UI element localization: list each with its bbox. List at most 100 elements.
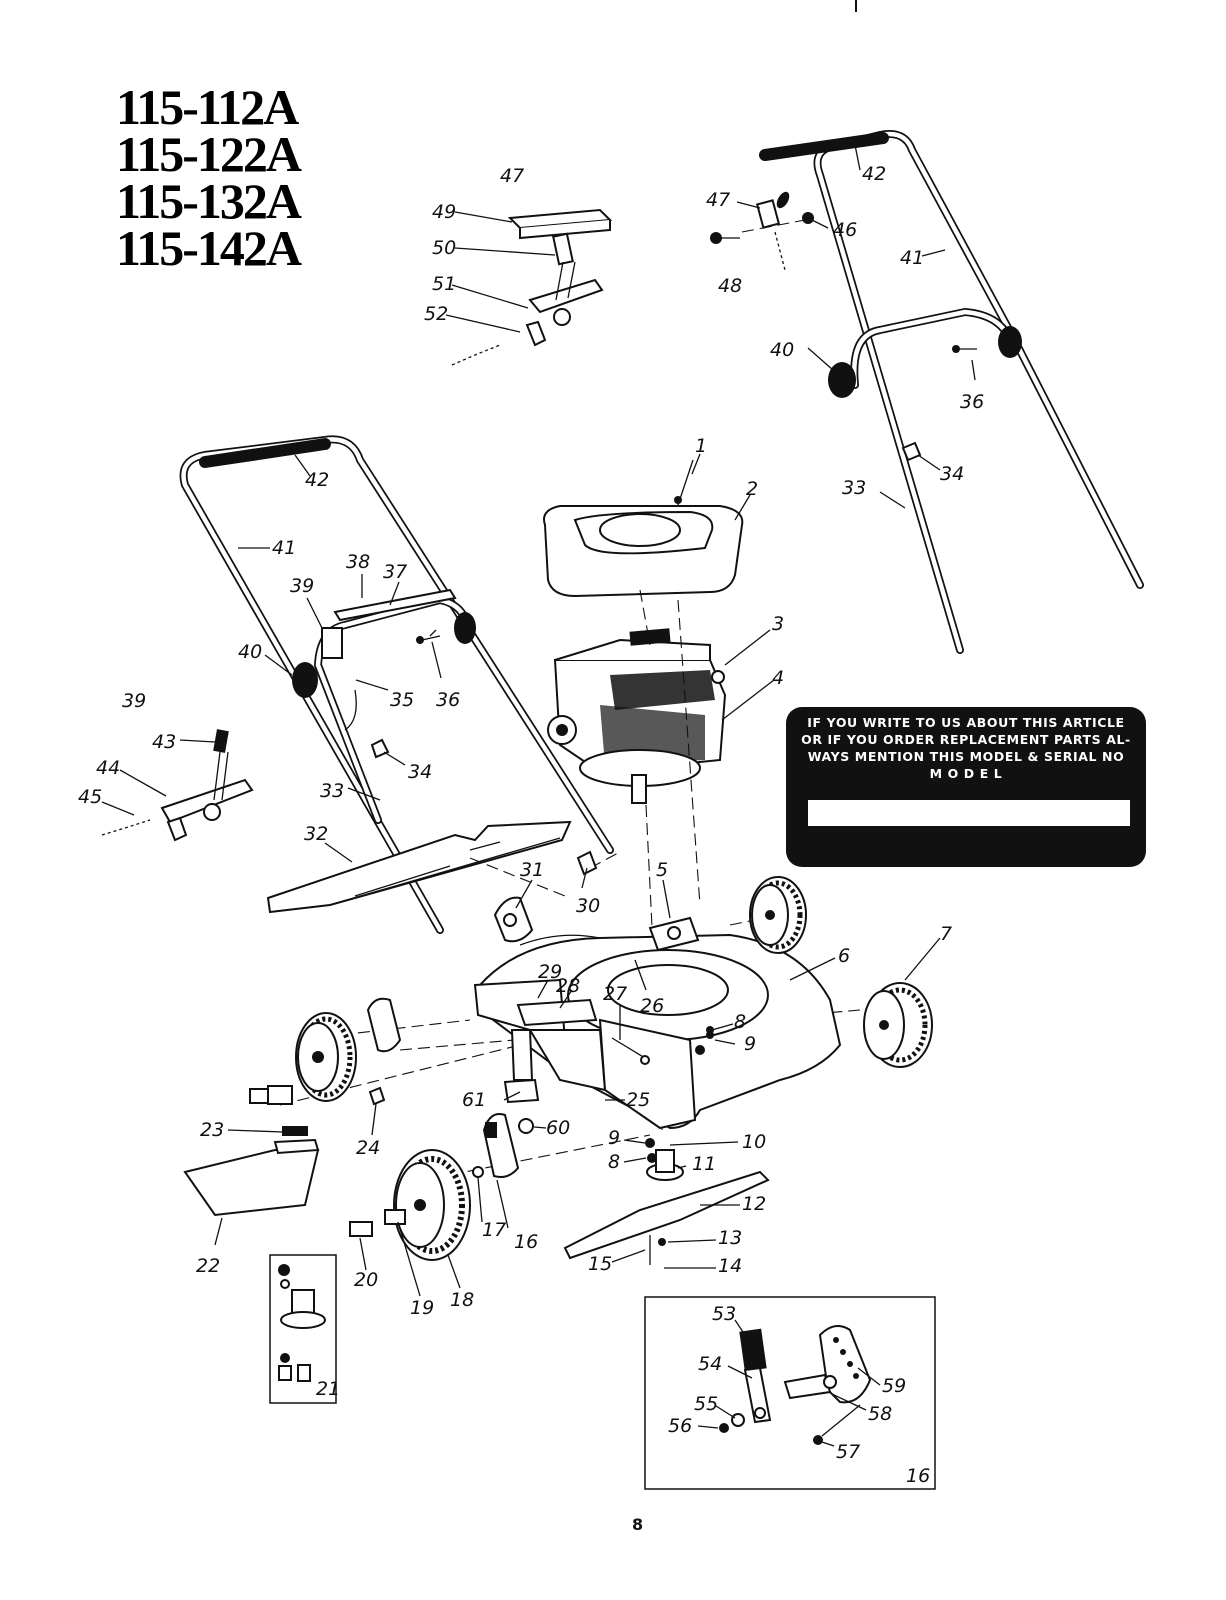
part-number-label: 55 [694,1393,718,1415]
part-number-label: 35 [390,689,414,711]
part-number-label: 24 [356,1137,380,1159]
part-number-label: 49 [432,201,456,223]
part-number-label: 33 [842,477,866,499]
part-number-label: 1 [695,435,707,457]
part-number-label: 17 [482,1219,506,1241]
part-number-label: 36 [960,391,984,413]
leader [904,937,941,981]
rear-wheel-upper-drawing [249,997,402,1106]
part-number-label: 39 [290,575,314,597]
bracket-detail-drawing [451,208,613,366]
part-number-label: 11 [692,1153,716,1175]
part-number-label: 40 [238,641,262,663]
model-number: 115-142A [116,220,302,276]
rear-deflector-drawing [183,1126,320,1217]
part-number-label: 47 [500,165,524,187]
part-number-label: 54 [698,1353,722,1375]
part-number-label: 14 [718,1255,742,1277]
part-number-label: 5 [656,859,668,881]
part-number-label: 37 [383,561,407,583]
part-number-label: 19 [410,1297,434,1319]
part-number-label: 41 [900,247,924,269]
part-number-label: 12 [742,1193,766,1215]
part-number-label: 39 [122,690,146,712]
part-number-label: 47 [706,189,730,211]
note-line: OR IF YOU ORDER REPLACEMENT PARTS AL- [801,732,1131,747]
part-number-label: 34 [408,761,432,783]
part-number-label: 20 [354,1269,378,1291]
part-number-label: 15 [588,1253,612,1275]
part-number-label: 44 [96,757,120,779]
bracket-detail-leaders [445,211,556,333]
part-number-label: 9 [608,1127,620,1149]
part-number-label: 33 [320,780,344,802]
part-number-label: 43 [152,731,176,753]
part-number-label: 51 [432,273,456,295]
part-number-label: 22 [196,1255,220,1277]
model-field[interactable] [808,800,1130,826]
note-line: M O D E L [930,766,1003,781]
part-number-label: 8 [608,1151,620,1173]
part-number-label: 3 [772,613,784,635]
alternate-handle-leaders [736,144,976,509]
part-number-label: 42 [862,163,886,185]
model-serial-note: IF YOU WRITE TO US ABOUT THIS ARTICLE OR… [786,707,1146,867]
part-number-label: 27 [603,983,627,1005]
engine-shroud-leaders [691,453,751,521]
part-number-label: 60 [546,1117,570,1139]
part-number-label: 21 [316,1378,340,1400]
part-number-label: 48 [718,275,742,297]
part-number-label: 9 [744,1033,756,1055]
throttle-control-drawing [101,729,254,842]
leader [324,842,353,863]
engine-leaders [721,629,775,721]
part-number-label: 6 [838,945,850,967]
note-box-background [786,707,1146,867]
part-number-label: 42 [305,469,329,491]
rear-deflector-leaders [214,1129,284,1246]
part-number-label: 58 [868,1403,892,1425]
part-number-label: 31 [520,859,544,881]
model-number: 115-122A [116,126,302,182]
part-number-label: 8 [734,1011,746,1033]
part-number-label: 57 [836,1441,860,1463]
part-number-label: 59 [882,1375,906,1397]
alternate-handle-drawing [710,130,1144,654]
part-number-label: 61 [462,1089,486,1111]
part-number-label: 18 [450,1289,474,1311]
part-number-label: 38 [346,551,370,573]
part-number-label: 46 [833,219,857,241]
part-number-label: 52 [424,303,448,325]
part-number-label: 7 [940,923,952,945]
part-number-label: 32 [304,823,328,845]
rear-wheel-lower-leaders [359,1177,509,1297]
part-number-label: 10 [742,1131,766,1153]
part-number-label: 29 [538,961,562,983]
note-line: WAYS MENTION THIS MODEL & SERIAL NO [808,749,1125,764]
note-line: IF YOU WRITE TO US ABOUT THIS ARTICLE [807,715,1124,730]
deck-brackets-drawing [493,850,700,1134]
part-number-label: 16 [514,1231,538,1253]
part-number-label: 28 [556,975,580,997]
deflector-drawing [266,820,572,914]
throttle-control-leaders [101,739,216,816]
part-number-label: 56 [668,1415,692,1437]
part-number-label: 25 [626,1089,650,1111]
front-wheels-drawing [749,876,933,1068]
blade-assembly-drawing [563,1026,770,1265]
rear-wheel-lower-drawing [349,1113,520,1261]
part-number-label: 30 [576,895,600,917]
part-number-label: 53 [712,1303,736,1325]
main-handle-leaders [238,454,442,801]
part-number-label: 50 [432,237,456,259]
height-adjuster-leaders [697,1319,881,1447]
leader [789,957,836,981]
model-number: 115-132A [116,173,302,229]
deck-leaders [503,867,671,1129]
part-number-label: 40 [770,339,794,361]
part-number-label: 13 [718,1227,742,1249]
engine-drawing [547,628,727,804]
part-number-label: 2 [746,478,758,500]
model-list: 115-112A 115-122A 115-132A 115-142A [116,79,304,276]
